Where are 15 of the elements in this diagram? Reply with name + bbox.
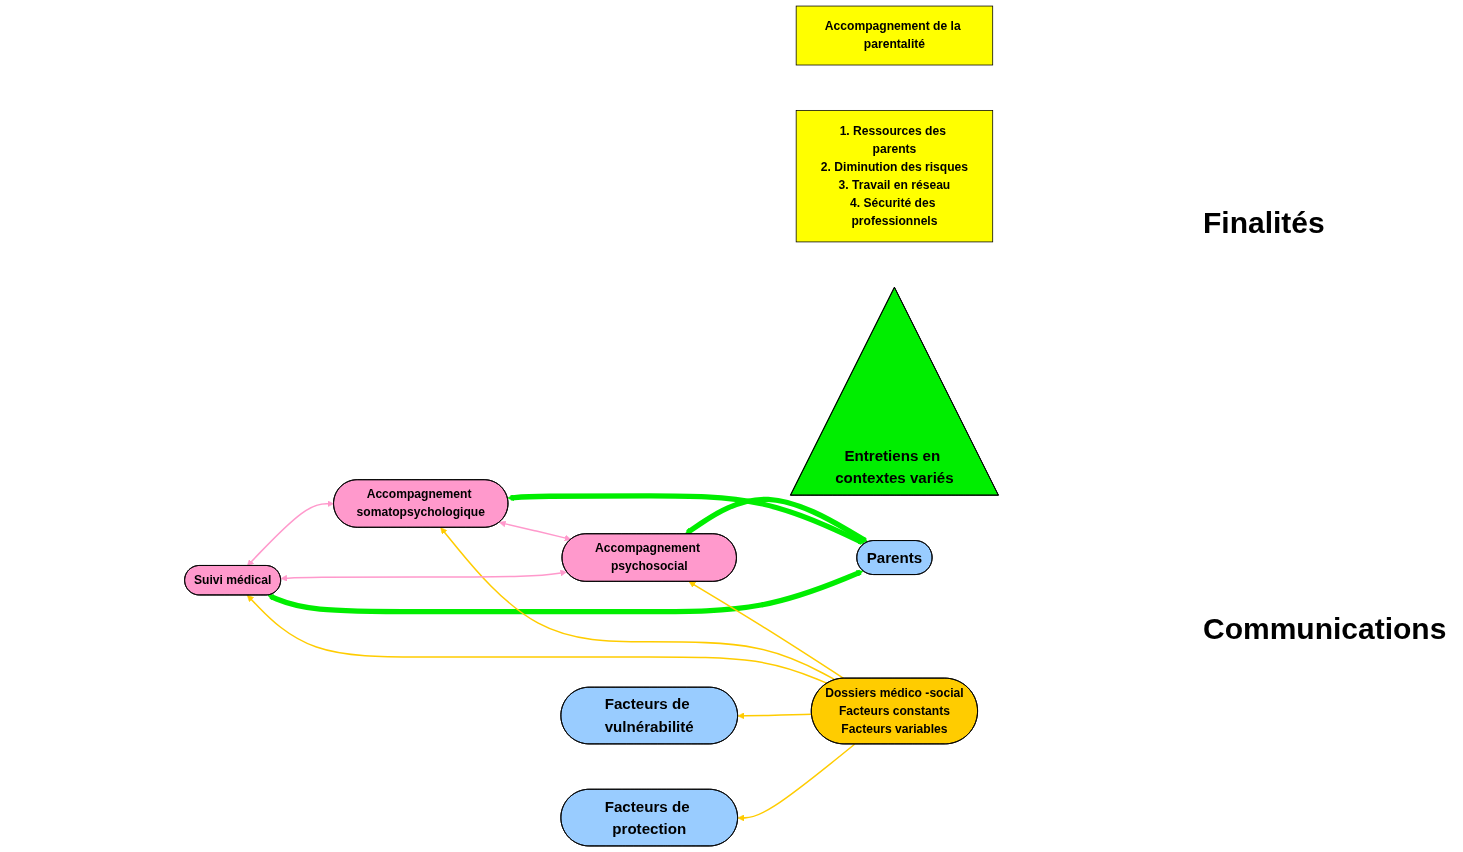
arrow	[507, 493, 865, 545]
node-box: 1. Ressources des parents 2. Diminution des risques 3. Travail en réseau 4. Sécurité des professionnels	[795, 110, 994, 243]
arrow	[267, 569, 864, 615]
arrow	[688, 581, 845, 680]
arrow	[499, 520, 572, 542]
arrow	[684, 496, 868, 543]
group-label: Communications	[1203, 612, 1443, 646]
arrow	[247, 595, 829, 685]
arrow	[280, 569, 567, 582]
group-label: Finalités	[1203, 206, 1326, 240]
arrow	[737, 712, 813, 720]
arrow	[737, 743, 856, 822]
arrow	[440, 527, 837, 681]
node-box: Accompagnement de la parentalité	[795, 5, 994, 66]
arrow	[247, 500, 334, 567]
